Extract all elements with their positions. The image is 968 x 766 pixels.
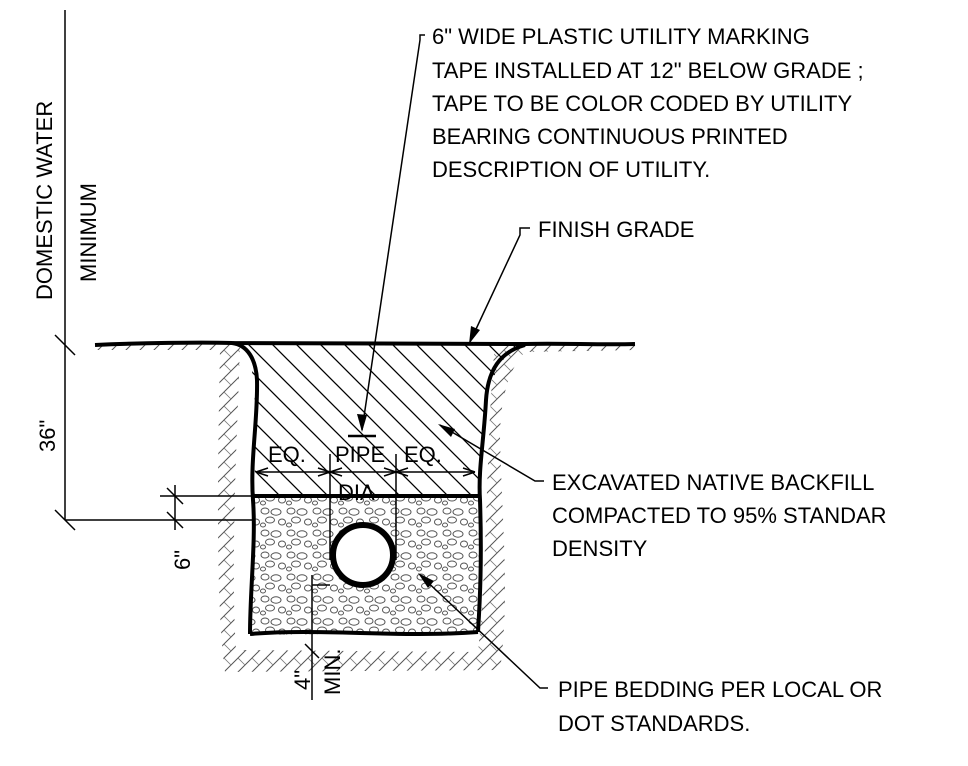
bedding-leader [419, 574, 548, 689]
svg-text:DESCRIPTION OF UTILITY.: DESCRIPTION OF UTILITY. [432, 157, 710, 182]
svg-text:BEARING CONTINUOUS PRINTED: BEARING CONTINUOUS PRINTED [432, 124, 788, 149]
tape-note: 6" WIDE PLASTIC UTILITY MARKING TAPE INS… [432, 24, 864, 182]
trench-bottom [249, 630, 479, 636]
tape-leader-arrow [357, 414, 367, 432]
pipe [330, 522, 396, 588]
depth-6-label: 6" [170, 550, 195, 570]
svg-text:COMPACTED TO 95% STANDAR: COMPACTED TO 95% STANDAR [552, 503, 887, 528]
pipe-label: PIPE [335, 442, 385, 467]
svg-text:DOT STANDARDS.: DOT STANDARDS. [558, 711, 750, 736]
minimum-label: MINIMUM [76, 183, 101, 282]
domestic-water-label: DOMESTIC WATER [32, 101, 57, 300]
eq-right-label: EQ. [404, 442, 442, 467]
svg-text:TAPE TO BE COLOR CODED BY UTIL: TAPE TO BE COLOR CODED BY UTILITY [432, 91, 852, 116]
depth-36-label: 36" [35, 420, 60, 452]
svg-text:PIPE BEDDING PER LOCAL OR: PIPE BEDDING PER LOCAL OR [558, 677, 882, 702]
finish-grade-note: FINISH GRADE [538, 217, 694, 242]
backfill-note: EXCAVATED NATIVE BACKFILL COMPACTED TO 9… [552, 470, 887, 561]
trench-wall-left [231, 341, 260, 635]
depth-4-label: 4" [290, 670, 315, 690]
min-label: MIN. [320, 649, 345, 695]
dia-label: DIA [338, 480, 375, 505]
svg-text:EXCAVATED NATIVE BACKFILL: EXCAVATED NATIVE BACKFILL [552, 470, 874, 495]
backfill-leader [439, 424, 544, 482]
trench-wall-right [476, 343, 526, 633]
finish-grade-line [94, 340, 636, 347]
svg-text:DENSITY: DENSITY [552, 536, 648, 561]
svg-text:TAPE INSTALLED AT 12" BELOW GR: TAPE INSTALLED AT 12" BELOW GRADE ; [432, 58, 864, 83]
backfill-zone [247, 344, 520, 496]
svg-text:6" WIDE PLASTIC UTILITY MARKIN: 6" WIDE PLASTIC UTILITY MARKING [432, 24, 810, 49]
eq-left-label: EQ. [268, 442, 306, 467]
tape-leader [361, 34, 425, 431]
bedding-note: PIPE BEDDING PER LOCAL OR DOT STANDARDS. [558, 677, 882, 736]
native-soil [95, 343, 635, 672]
finish-grade-leader [469, 227, 530, 343]
